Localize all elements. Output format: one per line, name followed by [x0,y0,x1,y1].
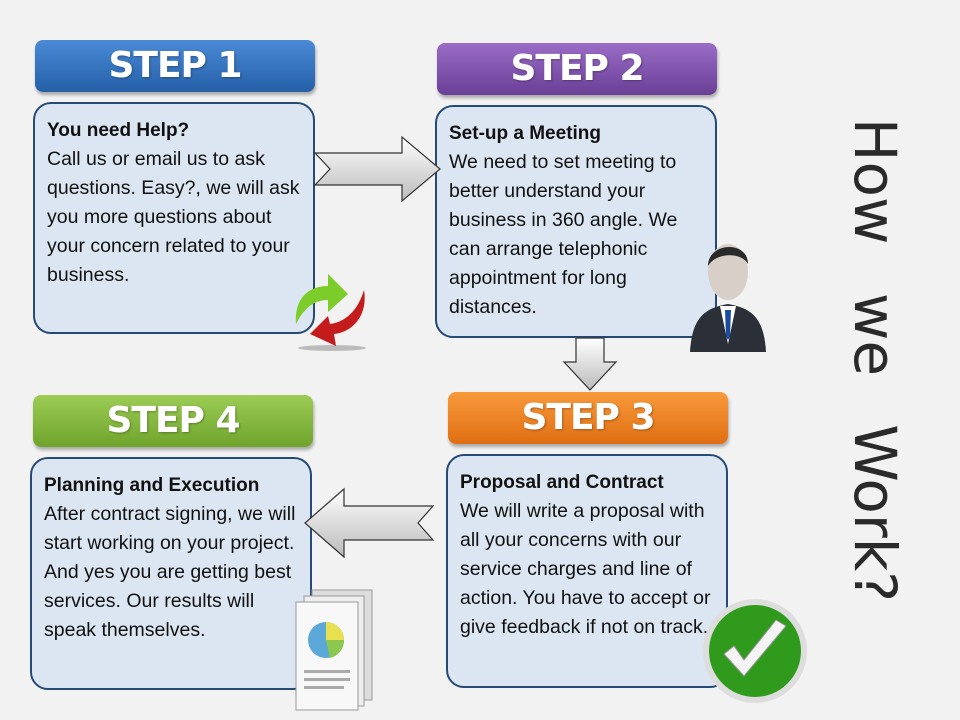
step-1-heading: You need Help? [47,120,190,141]
step-2-box: Set-up a Meeting We need to set meeting … [435,105,717,338]
refresh-arrows-icon [295,274,366,351]
step-3-text: We will write a proposal with all your c… [460,500,711,638]
step-1-text: Call us or email us to ask questions. Ea… [47,148,300,286]
businessman-icon [690,244,766,352]
arrow-down-icon [562,337,618,391]
report-document-icon [295,589,373,711]
step-1-header: STEP 1 [35,40,315,92]
step-2-heading: Set-up a Meeting [449,123,602,144]
arrow-left-icon [304,487,435,559]
step-2-header: STEP 2 [437,43,717,95]
step-3-header: STEP 3 [448,392,728,444]
checkmark-icon [703,599,807,703]
step-4-header: STEP 4 [33,395,313,447]
arrow-right-icon [313,135,441,203]
step-2-text: We need to set meeting to better underst… [449,151,678,318]
step-4-box: Planning and Execution After contract si… [30,457,312,690]
step-4-text: After contract signing, we will start wo… [44,503,296,641]
step-4-heading: Planning and Execution [44,475,260,496]
step-3-heading: Proposal and Contract [460,472,664,493]
page-title: How we Work? [841,117,909,603]
step-3-box: Proposal and Contract We will write a pr… [446,454,728,688]
step-1-box: You need Help? Call us or email us to as… [33,102,315,334]
